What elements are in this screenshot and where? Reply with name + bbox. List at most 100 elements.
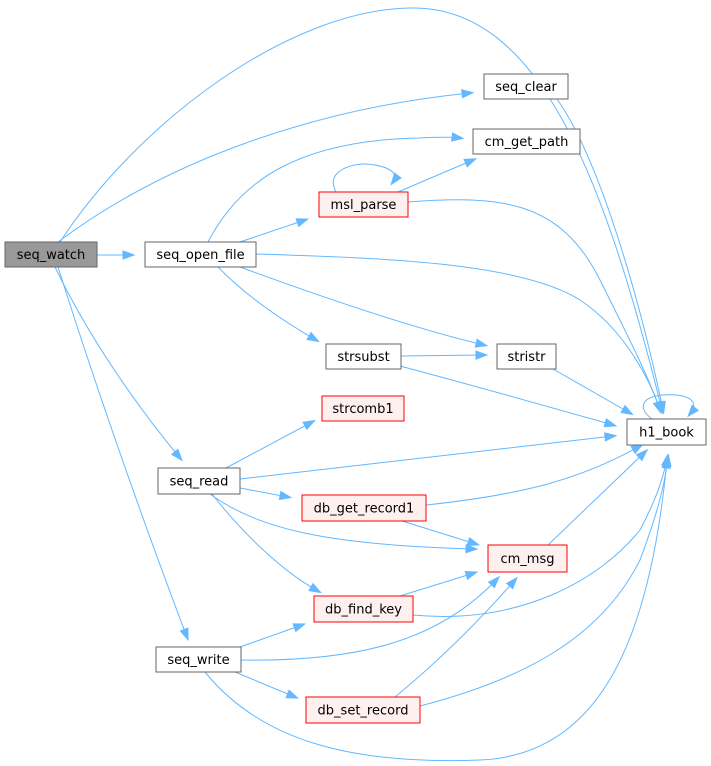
node-box[interactable] <box>472 128 581 155</box>
edge-line <box>407 199 661 411</box>
arrowhead <box>450 132 465 142</box>
node-label: cm_get_path <box>485 135 569 150</box>
edge-line <box>397 159 474 193</box>
node-box[interactable] <box>318 191 409 218</box>
node-seq-write[interactable]: seq_write <box>155 646 242 673</box>
node-box[interactable] <box>305 696 421 724</box>
node-seq-open-file[interactable]: seq_open_file <box>144 241 257 268</box>
edge-db_set_record-to-h1_book <box>419 453 672 707</box>
edge-strsubst-to-stristr <box>400 350 489 360</box>
arrowhead <box>170 448 183 462</box>
edge-seq_open_file-to-h1_book <box>255 253 662 415</box>
node-label: db_set_record <box>318 704 409 719</box>
edge-db_set_record-to-cm_msg <box>394 576 518 698</box>
edge-line <box>394 579 516 698</box>
node-seq-watch[interactable]: seq_watch <box>4 241 98 268</box>
edge-line <box>255 253 661 411</box>
arrowhead <box>292 623 307 633</box>
node-label: db_find_key <box>325 603 402 618</box>
node-label: stristr <box>507 350 546 365</box>
node-msl-parse[interactable]: msl_parse <box>318 191 409 218</box>
node-label: cm_msg <box>501 552 555 567</box>
edge-line <box>399 365 614 426</box>
arrowhead <box>466 536 481 546</box>
edge-seq_open_file-to-strsubst <box>217 266 320 343</box>
arrowhead <box>475 350 489 360</box>
node-box[interactable] <box>157 467 241 495</box>
edge-line <box>207 136 461 243</box>
edge-seq_read-to-strcomb1 <box>225 419 316 469</box>
arrowhead <box>465 544 479 554</box>
node-box[interactable] <box>483 73 569 100</box>
arrowhead <box>603 418 618 428</box>
node-box[interactable] <box>155 646 242 673</box>
edge-line <box>57 92 471 243</box>
arrowhead <box>463 158 478 168</box>
edge-seq_watch-to-seq_write <box>57 266 189 642</box>
node-db-set-record[interactable]: db_set_record <box>305 696 421 724</box>
node-h1-book[interactable]: h1_book <box>626 418 707 446</box>
arrowhead <box>505 576 518 590</box>
edge-seq_read-to-db_find_key <box>211 493 322 594</box>
edge-line <box>234 671 296 698</box>
node-stristr[interactable]: stristr <box>496 343 557 370</box>
node-box[interactable] <box>487 544 568 573</box>
edge-seq_write-to-db_find_key <box>239 623 307 648</box>
edge-cm_msg-to-h1_book <box>547 448 649 546</box>
edge-db_get_record1-to-cm_msg <box>401 520 481 546</box>
edge-seq_open_file-to-msl_parse <box>239 218 310 243</box>
edge-line <box>57 266 188 638</box>
node-box[interactable] <box>144 241 257 268</box>
arrowhead <box>295 218 310 228</box>
edge-line <box>217 266 317 341</box>
node-label: strcomb1 <box>332 402 393 417</box>
node-box[interactable] <box>313 595 414 623</box>
edge-line <box>401 520 477 545</box>
edge-seq_read-to-db_get_record1 <box>239 487 293 501</box>
nodes-layer: seq_watch seq_clear cm_get_path msl_parsese… <box>4 73 707 724</box>
node-strsubst[interactable]: strsubst <box>325 343 402 370</box>
node-box[interactable] <box>626 418 707 446</box>
node-cm-msg[interactable]: cm_msg <box>487 544 568 573</box>
node-box[interactable] <box>301 494 427 522</box>
node-cm-get-path[interactable]: cm_get_path <box>472 128 581 155</box>
arrowhead <box>306 331 320 343</box>
edge-line <box>225 421 313 469</box>
edge-seq_write-to-cm_msg <box>240 575 501 661</box>
edge-line <box>412 457 668 617</box>
node-box[interactable] <box>4 241 98 268</box>
node-label: seq_watch <box>17 248 86 263</box>
edge-seq_open_file-to-cm_get_path <box>207 132 465 243</box>
edge-line <box>239 266 485 346</box>
arrowhead <box>635 448 649 462</box>
edge-seq_open_file-to-stristr <box>239 266 489 348</box>
node-label: seq_open_file <box>156 248 244 263</box>
edges-layer <box>54 7 700 762</box>
edge-seq_write-to-db_set_record <box>234 671 300 699</box>
node-strcomb1[interactable]: strcomb1 <box>321 395 405 422</box>
node-box[interactable] <box>321 395 405 422</box>
edge-line <box>211 493 319 592</box>
node-label: msl_parse <box>331 198 397 213</box>
node-seq-clear[interactable]: seq_clear <box>483 73 569 100</box>
arrowhead <box>179 627 189 642</box>
edge-line <box>54 266 181 459</box>
arrowhead <box>474 338 489 348</box>
node-box[interactable] <box>325 343 402 370</box>
edge-line <box>643 394 695 420</box>
edge-line <box>419 457 669 707</box>
edge-stristr-to-h1_book <box>552 368 634 416</box>
node-db-find-key[interactable]: db_find_key <box>313 595 414 623</box>
node-db-get-record1[interactable]: db_get_record1 <box>301 494 427 522</box>
arrowhead <box>464 571 479 581</box>
node-label: strsubst <box>337 350 389 365</box>
node-seq-read[interactable]: seq_read <box>157 467 241 495</box>
node-box[interactable] <box>496 343 557 370</box>
arrowhead <box>308 582 322 594</box>
arrowhead <box>461 89 475 99</box>
node-label: db_get_record1 <box>314 502 415 517</box>
arrowhead <box>487 575 501 589</box>
node-label: seq_clear <box>495 80 557 95</box>
edge-line <box>209 493 475 550</box>
